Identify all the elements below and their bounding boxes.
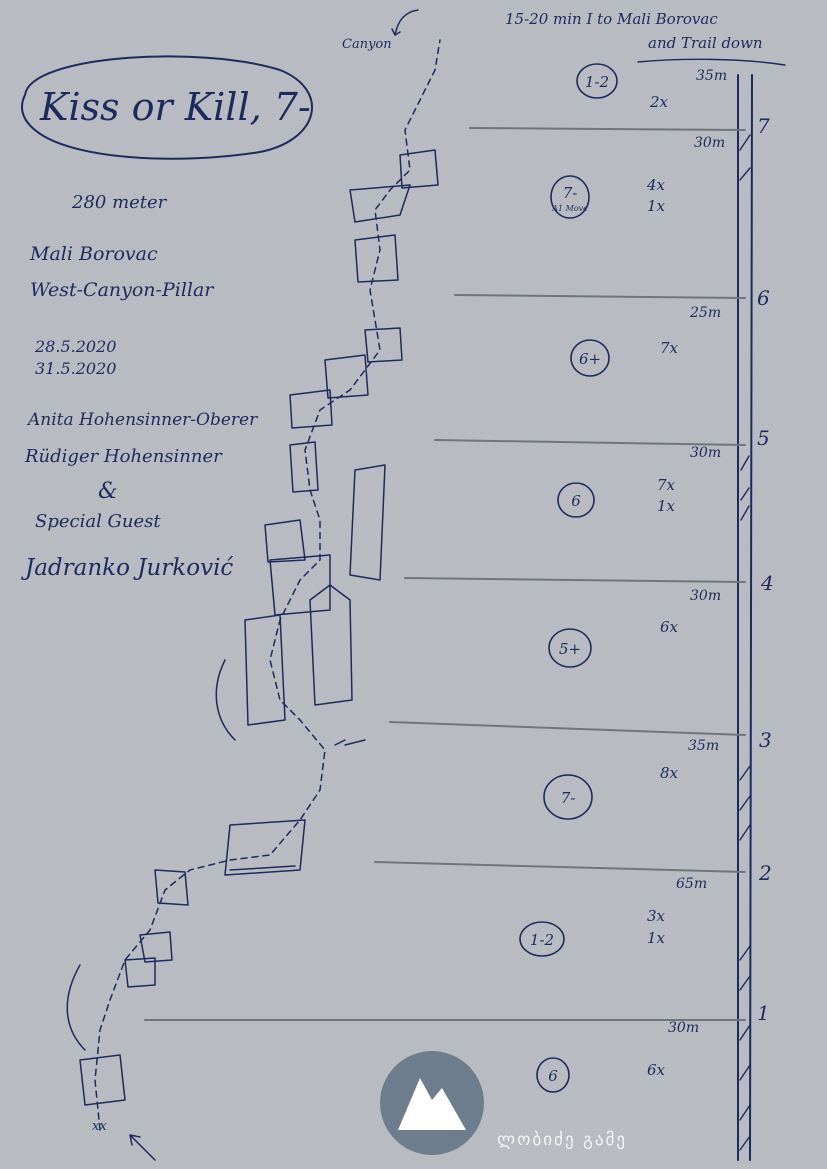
grade-pitch-2: 7- [561,789,576,807]
author-ampersand: & [98,479,118,504]
bolts-2-a: 8x [660,764,679,782]
bolts-0-a: 6x [647,1061,666,1079]
pitch-length-1: 65m [676,876,707,892]
brand-logo: ლობიძე გამე [380,1051,627,1155]
bolts-7-a: 2x [649,93,669,111]
bolts-6-a: 4x [646,176,666,194]
route-length: 280 meter [71,192,168,213]
canyon-arrow-icon [391,9,419,36]
grade-pitch-3: 5+ [559,640,581,658]
pitch-length-5: 25m [689,305,721,321]
pitch-number-4: 4 [760,571,774,595]
pitch-length-3: 30m [690,588,721,604]
bolts-1-b: 1x [647,929,666,947]
mountain-icon [398,1078,466,1130]
bolts-1-a: 3x [647,907,666,925]
route-title: Kiss or Kill, 7- [39,85,311,129]
pitch-length-2: 35m [688,738,719,754]
bolts-4-b: 1x [657,497,676,515]
pitch-number-2: 2 [758,861,772,885]
location-line-1: Mali Borovac [29,243,158,265]
pitch-number-5: 5 [757,426,770,450]
title-block: Kiss or Kill, 7- [21,55,313,160]
canyon-label: Canyon [342,37,392,52]
author-3: Special Guest [35,511,161,532]
grade-pitch-5: 6+ [579,350,601,368]
descent-note-1: 15-20 min I to Mali Borovac [505,10,718,28]
pitch-number-1: 1 [757,1001,770,1025]
bolts-4-a: 7x [657,476,676,494]
grade-pitch-1: 1-2 [530,931,554,949]
pitch-number-7: 7 [757,114,770,138]
svg-text:ლობიძე გამე: ლობიძე გამე [497,1130,627,1150]
author-4: Jadranko Jurković [21,555,233,581]
start-belay-label: xx [92,1119,107,1134]
bolts-3-a: 6x [660,618,679,636]
location-line-2: West-Canyon-Pillar [30,279,215,301]
grade-pitch-6-note: A1 Move [551,204,588,213]
date-1: 28.5.2020 [34,337,116,356]
pitch-number-3: 3 [759,728,772,752]
pitch-length-4: 30m [690,445,721,461]
bolts-5-a: 7x [660,339,679,357]
grade-pitch-0: 6 [548,1067,558,1085]
author-1: Anita Hohensinner-Oberer [26,410,258,430]
bolts-6-b: 1x [647,197,666,215]
grade-pitch-7: 1-2 [585,73,609,91]
pitch-length-0: 30m [668,1020,699,1036]
date-2: 31.5.2020 [35,359,116,378]
grade-pitch-6: 7- [563,184,578,202]
pitch-length-7: 35m [696,68,727,84]
pitch-length-6: 30m [694,135,725,151]
grade-pitch-4: 6 [571,492,581,510]
descent-note-2: and Trail down [648,34,763,52]
pitch-number-6: 6 [757,286,770,310]
author-2: Rüdiger Hohensinner [24,446,223,467]
route-sketch [66,39,441,1161]
